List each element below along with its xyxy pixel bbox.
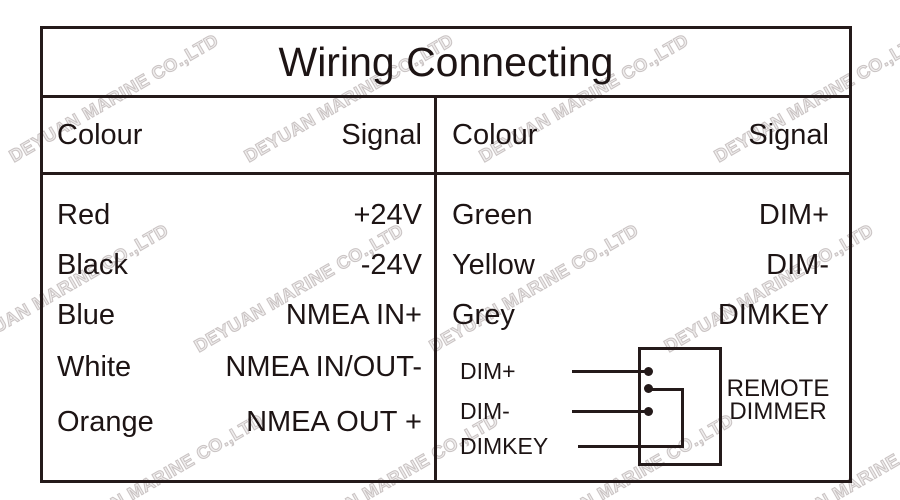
table-row: Green DIM+: [437, 190, 849, 240]
table-row: Orange NMEA OUT +: [43, 395, 434, 450]
remote-dimmer-box: [638, 347, 722, 466]
right-column-header: Colour Signal: [437, 98, 849, 175]
wire-dimkey-jumper-horizontal: [649, 388, 684, 391]
wire-dimkey-jumper-vertical: [681, 388, 684, 448]
colour-cell: Yellow: [452, 248, 535, 281]
colour-header: Colour: [452, 118, 538, 151]
left-column: Colour Signal Red +24V Black -24V Blue N…: [43, 98, 437, 480]
table-row: White NMEA IN/OUT-: [43, 340, 434, 395]
table-row: Yellow DIM-: [437, 240, 849, 290]
left-column-header: Colour Signal: [43, 98, 434, 175]
colour-header: Colour: [57, 118, 143, 151]
table-row: Black -24V: [43, 240, 434, 290]
table-row: Blue NMEA IN+: [43, 290, 434, 340]
signal-cell: DIM-: [766, 248, 829, 281]
signal-cell: NMEA OUT +: [246, 406, 422, 438]
signal-cell: DIM+: [758, 198, 829, 231]
signal-header: Signal: [341, 118, 422, 151]
signal-cell: +24V: [353, 198, 422, 231]
wiring-table: Wiring Connecting Colour Signal Red +24V…: [40, 26, 852, 483]
remote-dimmer-label-line1: REMOTE: [726, 375, 830, 402]
colour-cell: Red: [57, 198, 111, 231]
table-body: Colour Signal Red +24V Black -24V Blue N…: [43, 98, 849, 480]
junction-dot-dimkey: [644, 384, 653, 393]
remote-dimmer-label-line2: DIMMER: [729, 398, 827, 425]
signal-header: Signal: [748, 118, 829, 151]
remote-dimmer-label: REMOTE DIMMER: [722, 375, 834, 425]
right-column: Colour Signal Green DIM+ Yellow DIM- Gre…: [437, 98, 849, 480]
colour-cell: Green: [452, 198, 533, 231]
signal-cell: -24V: [360, 248, 422, 281]
table-row: Grey DIMKEY: [437, 290, 849, 340]
title-row: Wiring Connecting: [43, 29, 849, 98]
signal-cell: DIMKEY: [717, 298, 829, 331]
signal-cell: NMEA IN/OUT-: [225, 351, 422, 383]
remote-dimmer-diagram: DIM+ DIM- DIMKEY REMOTE DIMMER: [437, 193, 849, 480]
junction-dot-dim-minus: [644, 407, 653, 416]
colour-cell: White: [57, 351, 132, 383]
colour-cell: Grey: [452, 298, 515, 331]
pin-label-dim-minus: DIM-: [460, 398, 510, 424]
wire-dim-plus: [572, 370, 650, 373]
right-rows: Green DIM+ Yellow DIM- Grey DIMKEY: [437, 175, 849, 340]
colour-cell: Black: [57, 248, 128, 281]
colour-cell: Blue: [57, 298, 116, 331]
page-title: Wiring Connecting: [278, 38, 614, 85]
junction-dot-dim-plus: [644, 367, 653, 376]
wire-dimkey: [578, 445, 684, 448]
wire-dim-minus: [572, 410, 650, 413]
pin-label-dim-plus: DIM+: [460, 358, 516, 384]
left-rows: Red +24V Black -24V Blue NMEA IN+ White …: [43, 175, 434, 450]
pin-label-dimkey: DIMKEY: [460, 433, 549, 459]
signal-cell: NMEA IN+: [285, 298, 422, 331]
colour-cell: Orange: [57, 406, 154, 438]
table-row: Red +24V: [43, 190, 434, 240]
